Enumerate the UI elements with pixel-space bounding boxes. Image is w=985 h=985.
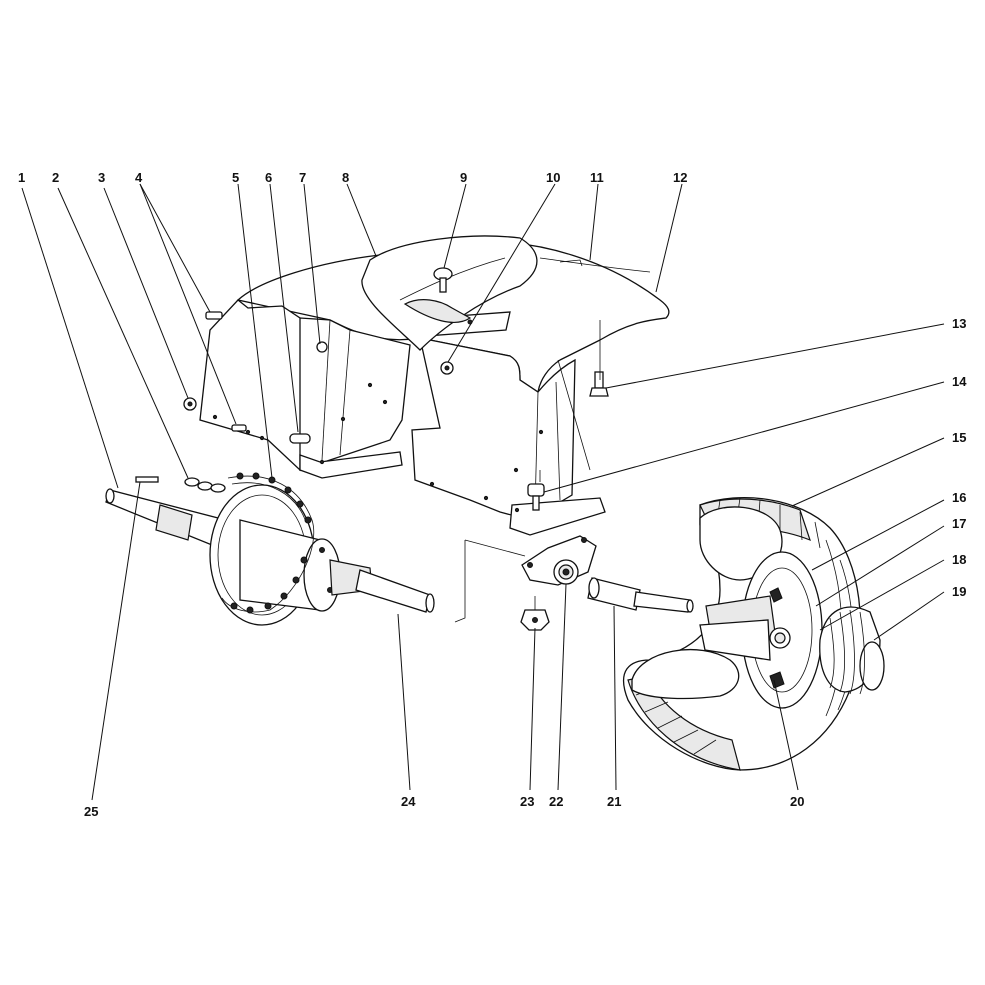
callout-25: 25 [84, 804, 98, 819]
callout-24: 24 [401, 794, 416, 809]
callout-20: 20 [790, 794, 804, 809]
wheel-rim [699, 551, 823, 709]
callout-labels: 1 2 3 4 5 6 7 8 9 10 11 12 13 14 15 16 1… [18, 170, 967, 819]
valve [769, 671, 785, 689]
callout-21: 21 [607, 794, 621, 809]
callout-12: 12 [673, 170, 687, 185]
leader-lines [21, 183, 945, 801]
callout-19: 19 [952, 584, 966, 599]
hub-cap [819, 606, 885, 695]
callout-8: 8 [342, 170, 349, 185]
callout-2: 2 [52, 170, 59, 185]
bearing [521, 535, 597, 586]
callout-23: 23 [520, 794, 534, 809]
drive-chain [221, 472, 315, 614]
callout-22: 22 [549, 794, 563, 809]
cable-clip [539, 257, 651, 273]
callout-18: 18 [952, 552, 966, 567]
fender-scoop [361, 235, 538, 351]
callout-13: 13 [952, 316, 966, 331]
sprocket-hub-shaft [105, 484, 435, 626]
callout-4: 4 [135, 170, 143, 185]
callout-3: 3 [98, 170, 105, 185]
callout-17: 17 [952, 516, 966, 531]
callout-11: 11 [590, 170, 604, 185]
callout-9: 9 [460, 170, 467, 185]
callout-1: 1 [18, 170, 25, 185]
callout-16: 16 [952, 490, 966, 505]
callout-15: 15 [952, 430, 966, 445]
hardware [135, 267, 609, 631]
callout-5: 5 [232, 170, 239, 185]
callout-6: 6 [265, 170, 272, 185]
callout-14: 14 [952, 374, 967, 389]
callout-10: 10 [546, 170, 560, 185]
callout-7: 7 [299, 170, 306, 185]
axle [587, 577, 694, 613]
assembly-lines [454, 320, 601, 623]
